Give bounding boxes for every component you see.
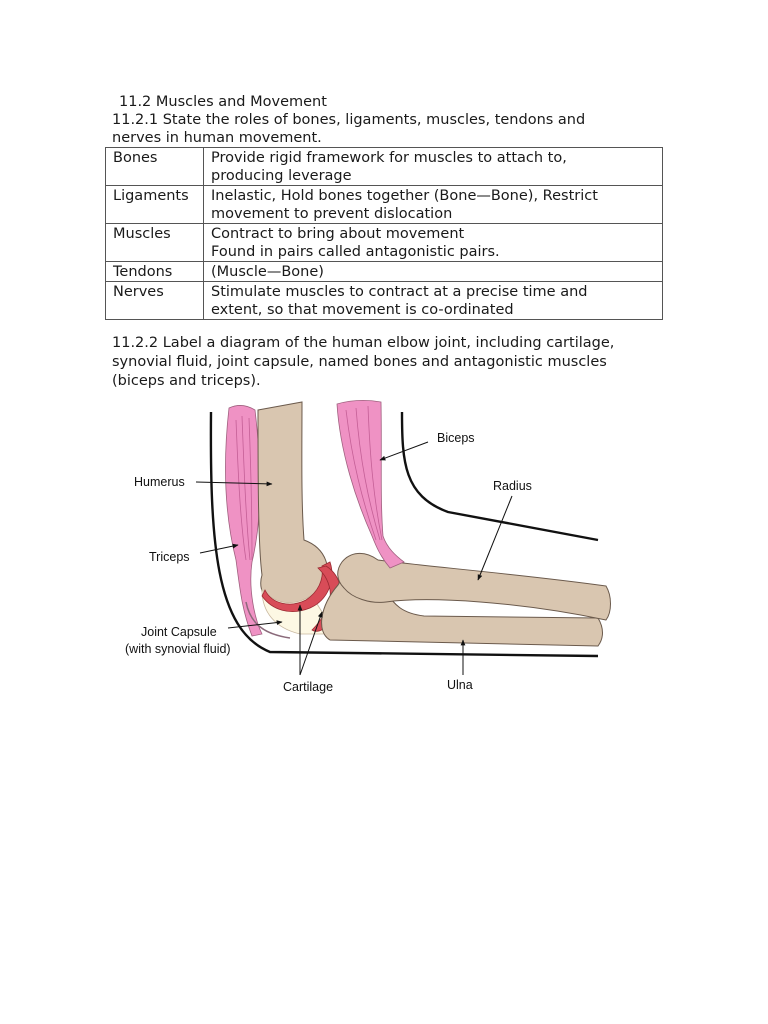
biceps-leader <box>379 441 429 461</box>
joint-capsule-label: Joint Capsule <box>141 625 217 639</box>
table-description: Contract to bring about movement Found i… <box>203 223 663 262</box>
radius-label: Radius <box>493 479 532 493</box>
description-line: producing leverage <box>211 168 352 184</box>
table-term: Nerves <box>105 281 204 320</box>
elbow-joint-diagram: Biceps Humerus Radius Triceps Joint Caps… <box>125 400 611 694</box>
table-term: Muscles <box>105 223 204 262</box>
table-term: Ligaments <box>105 185 204 224</box>
table-row: Ligaments Inelastic, Hold bones together… <box>105 185 663 224</box>
triceps-label: Triceps <box>149 550 190 564</box>
humerus-bone <box>257 401 329 608</box>
description-line: movement to prevent dislocation <box>211 206 453 222</box>
question-11-2-2: 11.2.2 Label a diagram of the human elbo… <box>112 335 615 389</box>
description-line: Provide rigid framework for muscles to a… <box>211 150 567 166</box>
arm-outline-back <box>209 411 599 658</box>
table-row: Muscles Contract to bring about movement… <box>105 223 663 262</box>
table-description: Stimulate muscles to contract at a preci… <box>203 281 663 320</box>
triceps-fibers <box>235 415 253 561</box>
roles-table: Bones Provide rigid framework for muscle… <box>105 147 663 320</box>
table-term: Tendons <box>105 261 204 282</box>
table-description: Provide rigid framework for muscles to a… <box>203 147 663 186</box>
arm-outline-front <box>400 411 599 542</box>
description-line: extent, so that movement is co-ordinated <box>211 302 514 318</box>
description-line: Inelastic, Hold bones together (Bone—Bon… <box>211 188 598 204</box>
humerus-leader <box>195 481 273 487</box>
description-line: Stimulate muscles to contract at a preci… <box>211 284 588 300</box>
table-row: Tendons (Muscle—Bone) <box>105 261 663 282</box>
humerus-label: Humerus <box>134 475 185 489</box>
description-line: Found in pairs called antagonistic pairs… <box>211 244 500 260</box>
description-line: (Muscle—Bone) <box>211 264 324 280</box>
table-row: Nerves Stimulate muscles to contract at … <box>105 281 663 320</box>
question-11-2-1: 11.2.1 State the roles of bones, ligamen… <box>112 112 586 146</box>
biceps-label: Biceps <box>437 431 475 445</box>
table-row: Bones Provide rigid framework for muscle… <box>105 147 663 186</box>
ulna-label: Ulna <box>447 678 473 692</box>
radius-leader <box>477 495 513 581</box>
cartilage-humerus <box>261 561 333 612</box>
biceps-muscle <box>336 400 405 569</box>
cartilage-label: Cartilage <box>283 680 333 694</box>
synovial-fluid-label: (with synovial fluid) <box>125 642 231 656</box>
triceps-muscle <box>225 405 263 637</box>
biceps-fibers <box>345 405 383 541</box>
section-heading: 11.2 Muscles and Movement <box>119 94 327 110</box>
joint-capsule-leader <box>227 620 283 629</box>
table-term: Bones <box>105 147 204 186</box>
triceps-tendon <box>245 601 291 639</box>
triceps-leader <box>199 543 239 554</box>
table-description: (Muscle—Bone) <box>203 261 663 282</box>
table-description: Inelastic, Hold bones together (Bone—Bon… <box>203 185 663 224</box>
cartilage-leader-2 <box>299 611 323 676</box>
description-line: Contract to bring about movement <box>211 226 465 242</box>
